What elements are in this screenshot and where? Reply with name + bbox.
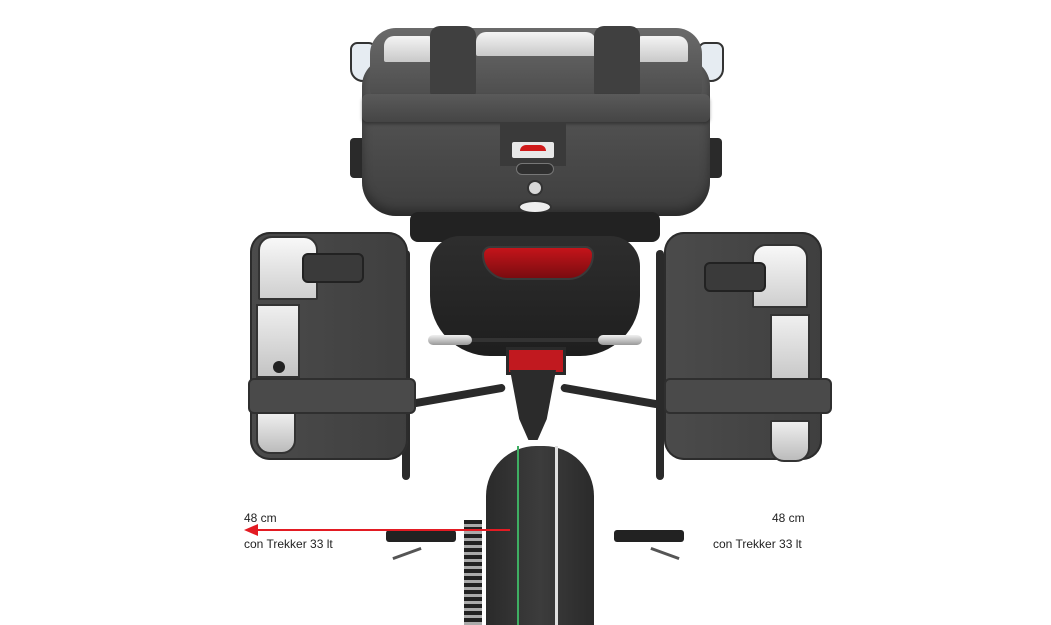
- sidecase-left-reflector-low: [256, 412, 296, 454]
- brand-logo-icon: [520, 145, 546, 151]
- taillight: [482, 246, 594, 280]
- lock-icon: [527, 180, 543, 196]
- topcase-band: [362, 94, 710, 122]
- sidecase-left-band: [248, 378, 416, 414]
- sidecase-right-latch: [704, 262, 766, 292]
- sidecase-left-latch: [302, 253, 364, 283]
- topcase-handle: [516, 163, 554, 175]
- footpeg-right: [614, 530, 684, 542]
- indicator-bar: [430, 338, 640, 342]
- carrier-strut-left: [406, 383, 506, 409]
- carrier-rail-right: [656, 250, 664, 480]
- tire-stripe-white: [555, 446, 558, 625]
- dimension-description-left: con Trekker 33 lt: [244, 537, 333, 551]
- drive-chain: [464, 520, 482, 625]
- dimension-description-right: con Trekker 33 lt: [713, 537, 802, 551]
- plate-holder: [510, 370, 556, 440]
- topcase-strap-right: [594, 26, 640, 96]
- rear-tire: [486, 446, 594, 625]
- footpeg-mount-left: [392, 546, 422, 561]
- carrier-strut-right: [560, 383, 660, 409]
- topcase-reflector-center: [476, 32, 596, 56]
- footpeg-left: [386, 530, 456, 542]
- topcase-reflector-right: [632, 36, 688, 62]
- footpeg-mount-right: [650, 546, 680, 561]
- sidecase-right-band: [664, 378, 832, 414]
- indicator-right: [598, 335, 642, 345]
- topcase-strap-left: [430, 26, 476, 96]
- dimension-measurement-left: 48 cm: [244, 511, 277, 525]
- arrow-left-icon: [244, 524, 258, 536]
- topcase-reflector-left: [384, 36, 438, 62]
- sidecase-left-knob: [273, 361, 285, 373]
- tire-stripe-green: [517, 446, 519, 625]
- sidecase-right-reflector-low: [770, 420, 810, 462]
- topcase-hinge-right: [706, 138, 722, 178]
- dimension-measurement-right: 48 cm: [772, 511, 805, 525]
- indicator-left: [428, 335, 472, 345]
- sidecase-right-reflector-mid: [770, 314, 810, 388]
- dimension-line: [256, 529, 510, 531]
